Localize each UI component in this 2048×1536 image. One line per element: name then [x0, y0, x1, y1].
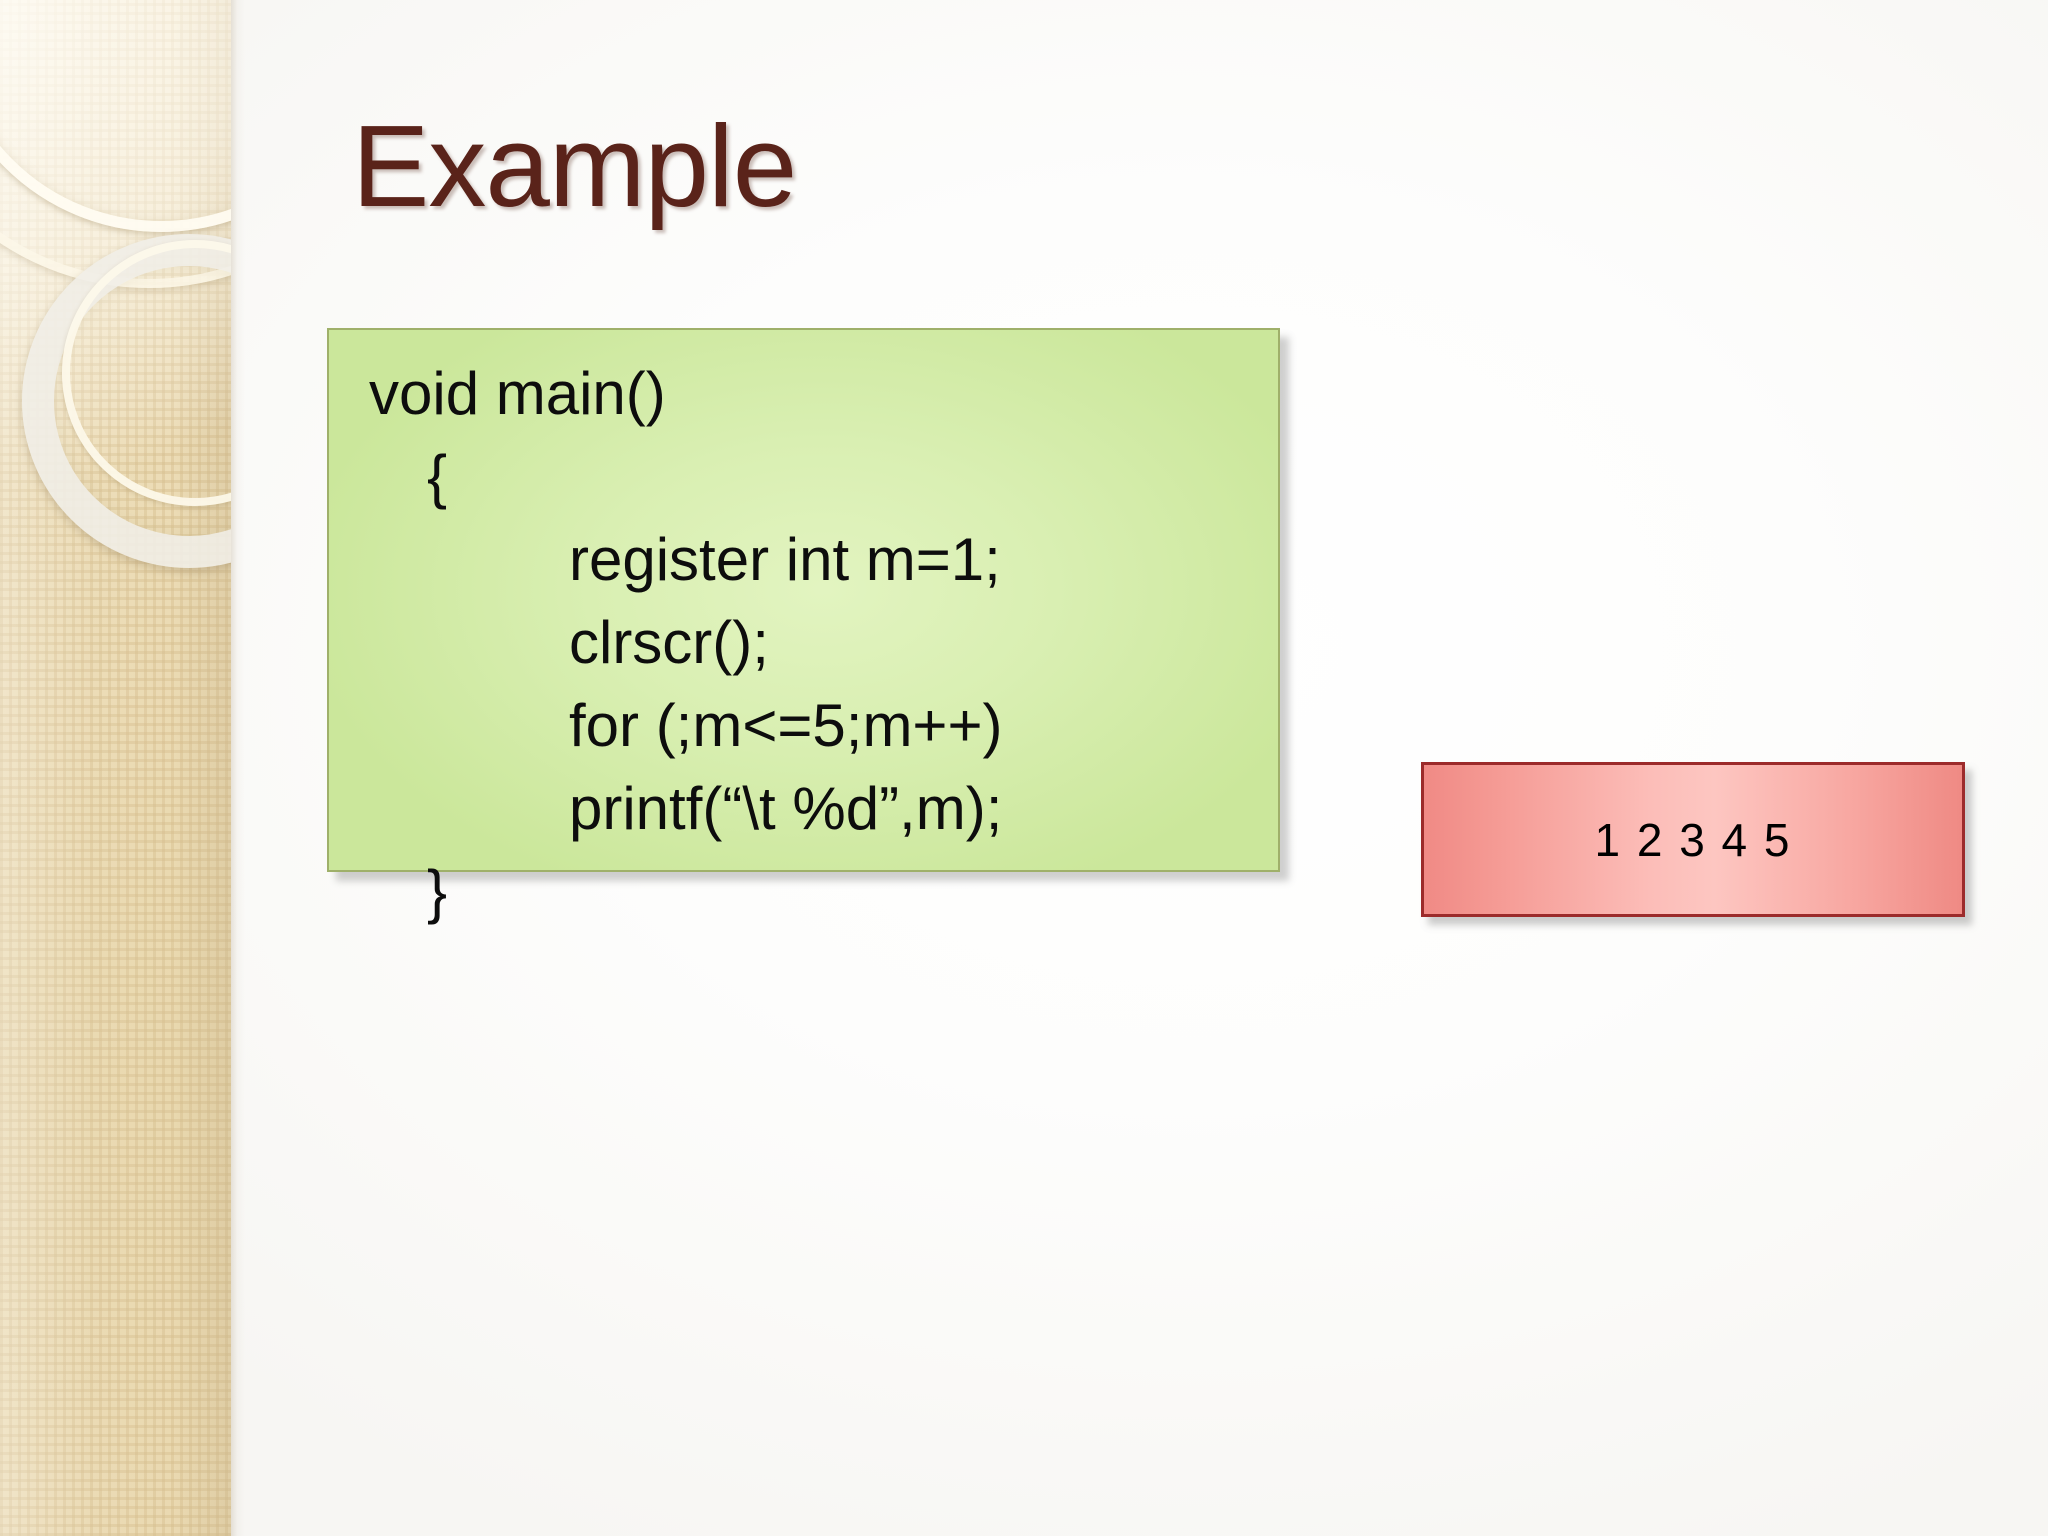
code-line: } — [427, 858, 448, 925]
code-line: void main() — [369, 360, 666, 427]
program-output-text: 1 2 3 4 5 — [1594, 813, 1792, 866]
program-output-panel: 1 2 3 4 5 — [1421, 762, 1965, 917]
code-line: printf(“\t %d”,m); — [569, 775, 1003, 842]
page-title: Example — [352, 101, 797, 231]
decorative-side-band — [0, 0, 231, 1536]
band-edge-shadow — [231, 0, 245, 1536]
code-line: { — [427, 443, 448, 510]
code-line: clrscr(); — [569, 609, 769, 676]
code-block-panel: void main() { register int m=1; clrscr()… — [327, 328, 1280, 925]
ring-large-icon — [0, 0, 231, 232]
code-line: register int m=1; — [569, 526, 1001, 593]
code-line: for (;m<=5;m++) — [569, 692, 1003, 759]
